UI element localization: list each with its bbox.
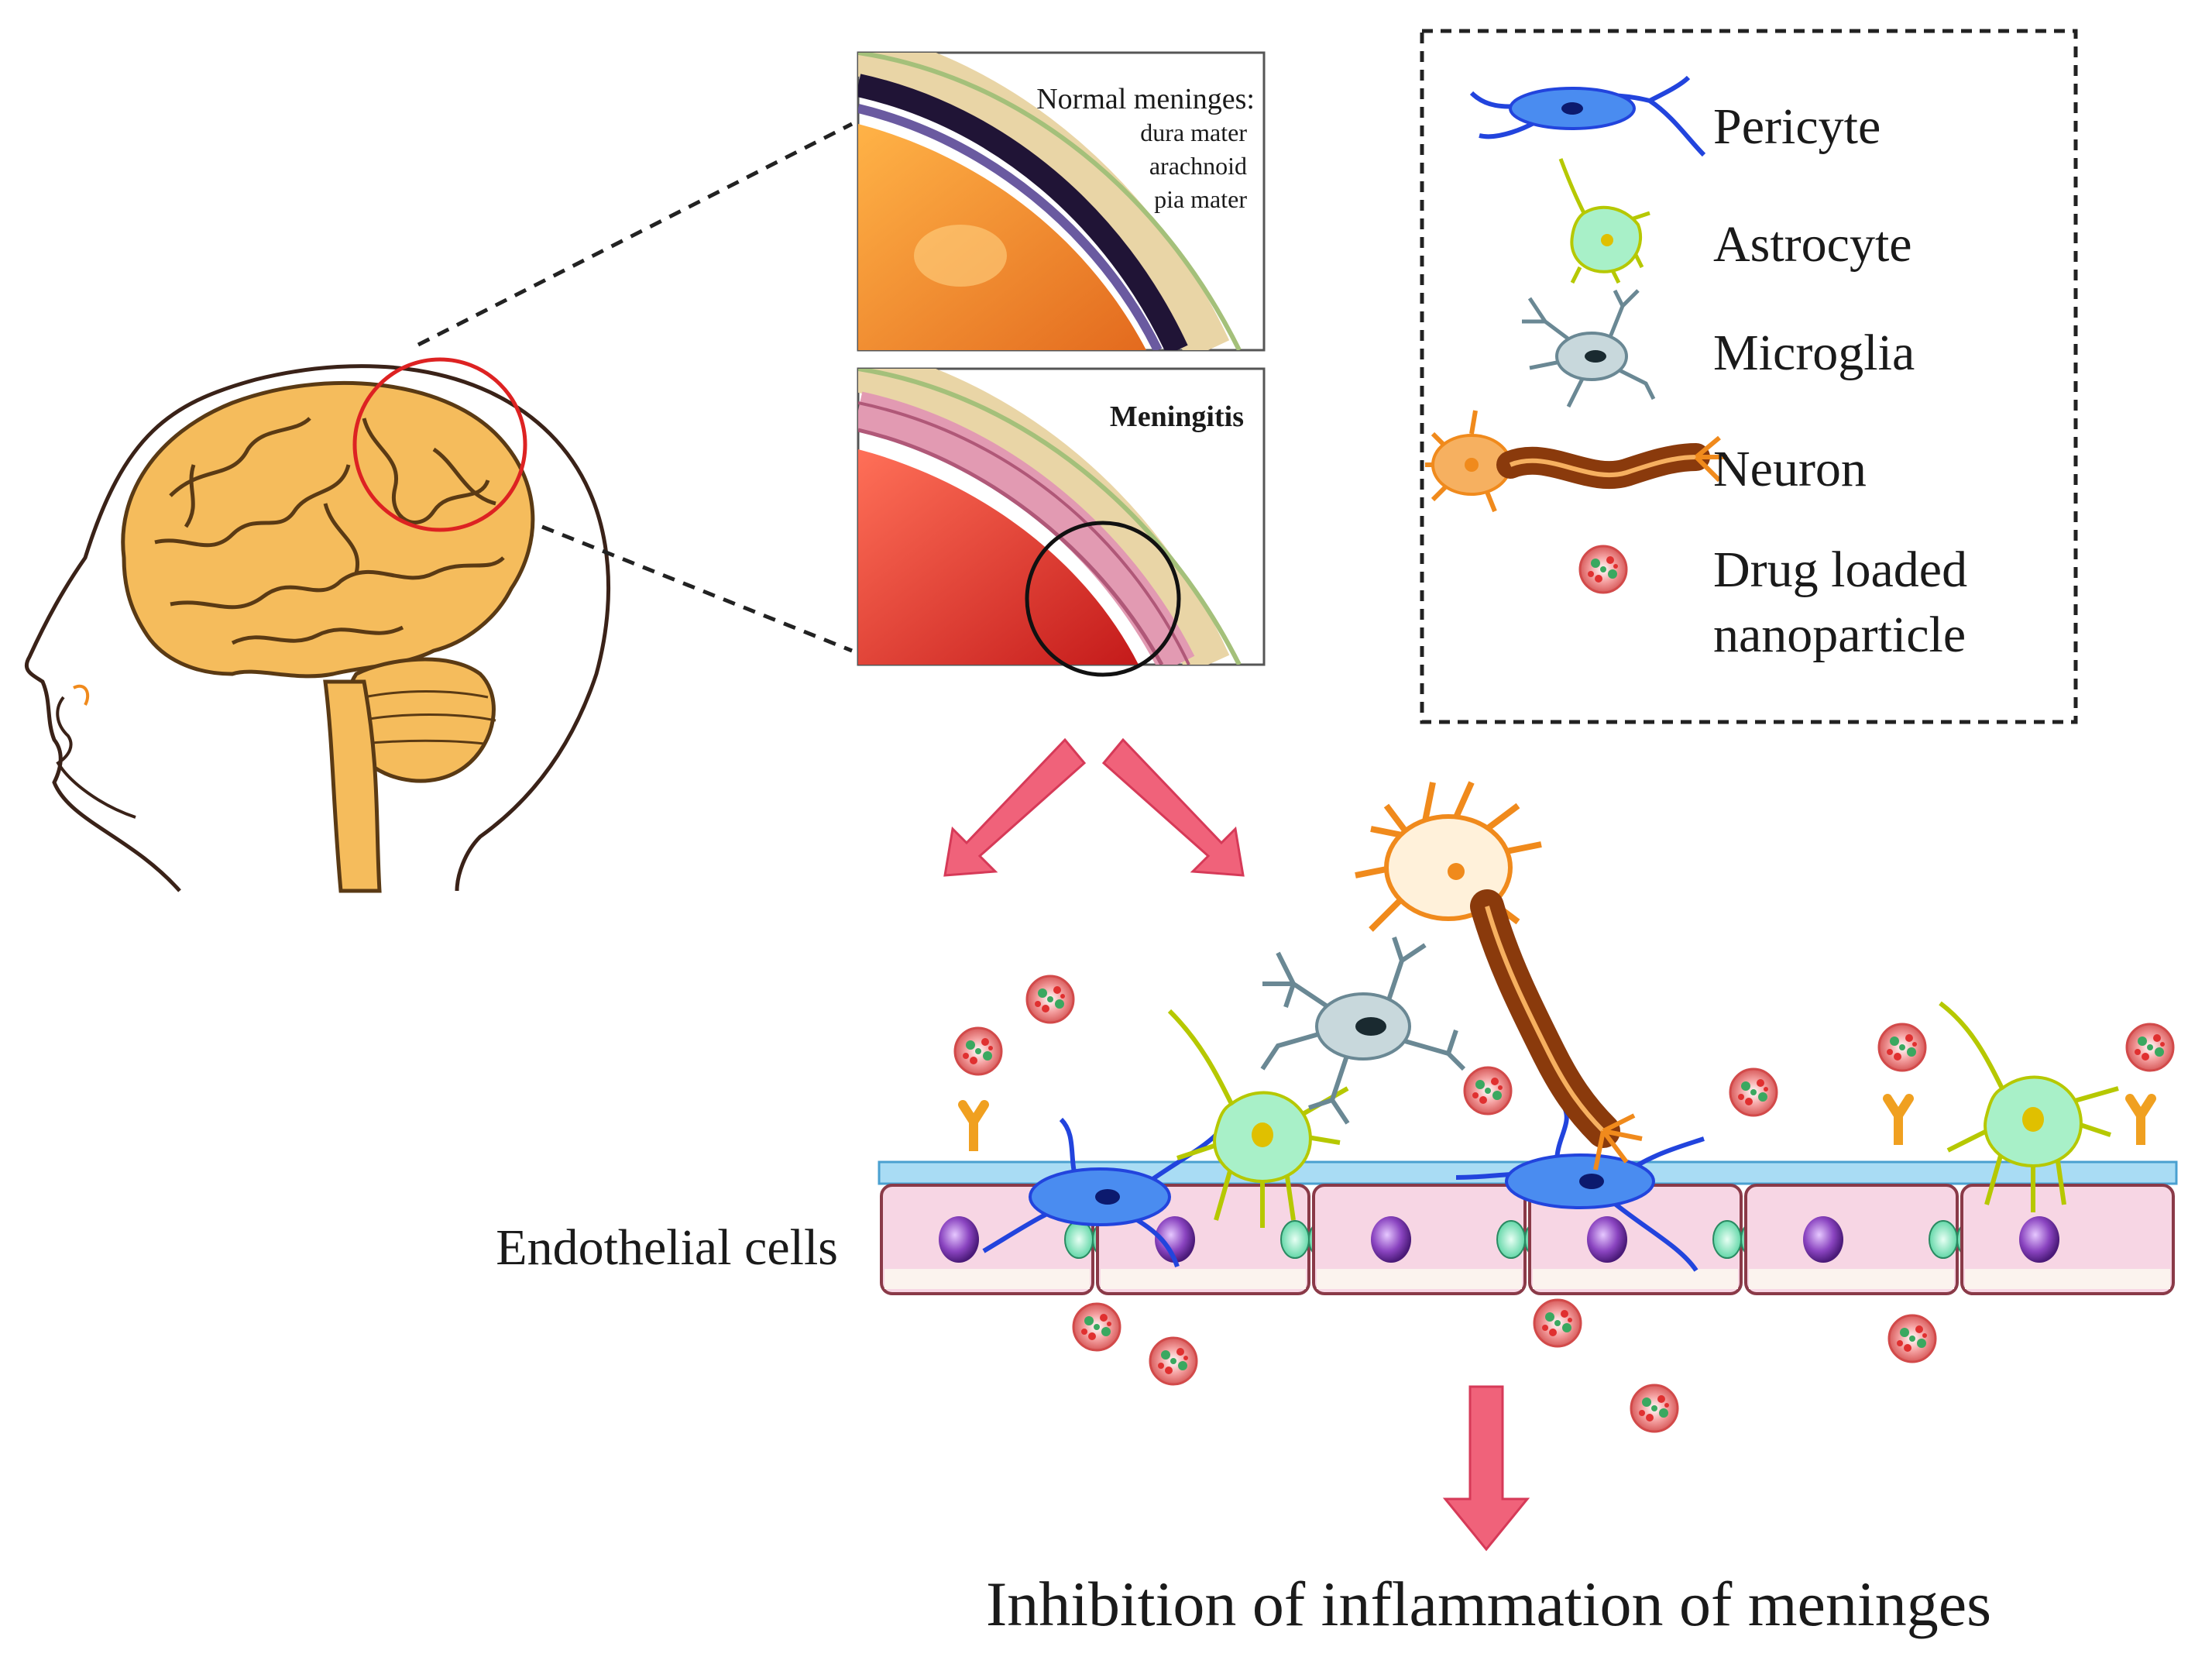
tight-junction [1712,1220,1742,1259]
layer-arachnoid: arachnoid [1149,152,1247,180]
nanoparticle-1 [1025,975,1075,1024]
microglia-cell [1260,937,1466,1125]
tight-junction [1496,1220,1526,1259]
tight-junction [1064,1220,1094,1259]
nanoparticle-9 [1533,1298,1582,1348]
cell-nucleus [2019,1216,2059,1263]
cell-nucleus [1371,1216,1411,1263]
arrow-down [1442,1385,1530,1552]
arrow-right [1101,737,1245,877]
cell-nucleus [1803,1216,1843,1263]
microglia-icon [1522,289,1656,408]
cell-nucleus [1155,1216,1195,1263]
pericyte-cell-1 [982,1117,1218,1267]
neuron-icon [1425,410,1727,513]
endothelial-cell-base [1533,1269,1738,1289]
cell-nucleus [1587,1216,1627,1263]
endothelial-cells-label: Endothelial cells [496,1219,838,1276]
neuron-cell [1355,781,1643,1171]
eye-icon [73,684,90,706]
arrow-left [943,737,1087,877]
layer-dura-mater: dura mater [1140,119,1247,146]
legend-label-astrocyte: Astrocyte [1713,216,1912,273]
nanoparticle-4 [1729,1067,1778,1117]
outcome-text: Inhibition of inflammation of meninges [986,1569,1991,1639]
endothelial-cell-base [1101,1269,1306,1289]
meningitis-title: Meningitis [1110,400,1244,433]
normal-meninges-title: Normal meninges: [1036,83,1255,115]
face-nose [56,696,136,819]
endothelial-cell-base [1965,1269,2170,1289]
legend-label-neuron: Neuron [1713,441,1867,497]
zoom-circle-meningitis [1025,521,1181,677]
receptor-1 [963,1105,984,1151]
brain-gyri [154,417,505,645]
legend-label-pericyte: Pericyte [1713,98,1881,155]
nanoparticle-7 [1072,1302,1121,1352]
tight-junction [1929,1220,1958,1259]
nanoparticle-10 [1630,1384,1679,1433]
endothelial-cell [1960,1184,2175,1295]
nanoparticle-2 [953,1026,1003,1076]
legend-label-nanoparticle: Drug loaded nanoparticle [1713,541,1980,663]
endothelial-cell-base [884,1269,1090,1289]
astrocyte-cell-1 [1167,1009,1349,1228]
cerebellum-folds [359,690,496,745]
head-outline [24,364,611,892]
astrocyte-icon [1558,158,1650,284]
legend-label-nanoparticle-line1: Drug loaded [1713,541,1967,598]
zoom-line-top [417,122,854,347]
nanoparticle-8 [1149,1336,1198,1386]
pericyte-icon [1469,75,1706,157]
layer-pia-mater: pia mater [1154,185,1247,213]
nanoparticle-5 [1877,1023,1927,1072]
meningitis-panel [857,367,1266,677]
zoom-line-bottom [541,524,853,653]
receptor-2 [1887,1098,1909,1145]
nanoparticle-3 [1463,1066,1513,1116]
receptor-3 [2130,1098,2152,1145]
legend-box [1420,29,2078,724]
nanoparticle-icon [1578,545,1628,594]
pericyte-cell-2 [1455,1106,1705,1272]
endothelial-cell-base [1749,1269,1954,1289]
head-illustration [24,357,611,893]
legend-label-microglia: Microglia [1713,325,1915,381]
nanoparticle-6 [2125,1023,2175,1072]
zoom-circle-brain [352,357,527,532]
normal-meninges-panel [857,51,1266,352]
brain [121,380,535,679]
tight-junction [1280,1220,1310,1259]
endothelial-cell-base [1317,1269,1522,1289]
nanoparticle-11 [1887,1314,1937,1363]
astrocyte-cell-2 [1939,1001,2119,1212]
brainstem [323,679,382,893]
cell-nucleus [939,1216,979,1263]
legend-label-nanoparticle-line2: nanoparticle [1713,607,1966,663]
